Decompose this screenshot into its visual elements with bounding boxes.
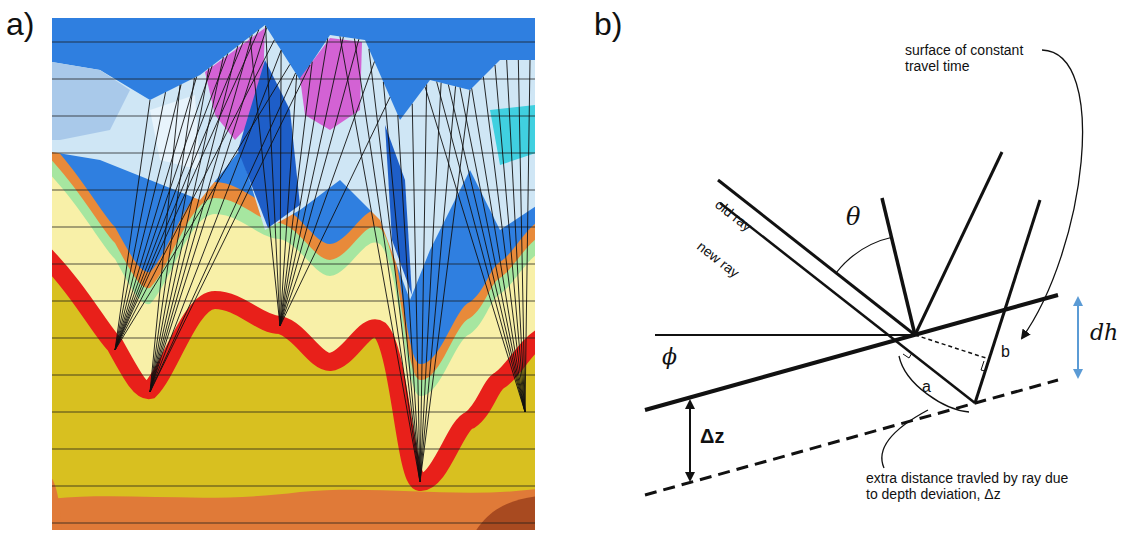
- drawing-stroke: [689, 401, 691, 480]
- drawing-stroke: [52, 153, 535, 154]
- drawing-stroke: [420, 90, 470, 482]
- drawing-stroke: [266, 26, 280, 326]
- callout-text: surface of constant travel time: [905, 42, 1055, 74]
- drawing-stroke: [52, 449, 535, 450]
- drawing-stroke: [52, 25, 535, 300]
- drawing-stroke: [915, 335, 989, 359]
- drawing-stroke: [280, 50, 281, 326]
- drawing-stroke: [412, 104, 420, 482]
- drawing-stroke: [470, 495, 535, 530]
- geometry-panel: [645, 50, 1083, 495]
- drawing-stroke: [975, 200, 1040, 403]
- drawing-stroke: [354, 38, 420, 482]
- drawing-stroke: [899, 356, 969, 412]
- drawing-stroke: [52, 227, 535, 228]
- drawing-stroke: [52, 486, 535, 487]
- drawing-stroke: [150, 73, 296, 392]
- horizon-lines: [52, 42, 535, 523]
- drawing-stroke: [115, 42, 243, 350]
- dimension-label: dh: [1090, 320, 1118, 345]
- drawing-stroke: [718, 180, 915, 335]
- drawing-stroke: [150, 50, 281, 392]
- drawing-stroke: [250, 37, 280, 326]
- drawing-stroke: [280, 62, 374, 326]
- drawing-stroke: [981, 361, 985, 371]
- drawing-stroke: [882, 410, 928, 468]
- drawing-stroke: [150, 68, 209, 392]
- drawing-stroke: [280, 97, 390, 326]
- drawing-stroke: [882, 198, 915, 335]
- drawing-stroke: [280, 62, 312, 326]
- segment-label: a: [922, 378, 931, 396]
- drawing-stroke: [836, 237, 893, 273]
- drawing-stroke: [115, 40, 274, 350]
- drawing-stroke: [52, 523, 535, 524]
- drawing-stroke: [903, 353, 912, 358]
- drawing-stroke: [52, 375, 535, 376]
- drawing-stroke: [1022, 50, 1083, 338]
- drawing-stroke: [483, 77, 525, 412]
- dimension-label: Δz: [700, 425, 724, 448]
- angle-symbol: θ: [846, 204, 860, 232]
- drawing-stroke: [340, 36, 420, 482]
- ray-fans: [115, 26, 530, 482]
- drawing-stroke: [437, 82, 525, 412]
- ray-label: old ray: [712, 196, 755, 235]
- drawing-stroke: [507, 60, 525, 412]
- drawing-stroke: [52, 60, 130, 140]
- segment-label: b: [1001, 343, 1010, 361]
- geologic-section: [52, 18, 535, 530]
- drawing-stroke: [425, 87, 525, 412]
- drawing-stroke: [115, 77, 197, 350]
- drawing-stroke: [150, 57, 223, 392]
- drawing-stroke: [448, 85, 525, 412]
- drawing-stroke: [420, 86, 456, 482]
- drawing-stroke: [280, 38, 328, 326]
- drawing-stroke: [645, 295, 1058, 410]
- drawing-stroke: [238, 60, 300, 228]
- drawing-stroke: [115, 66, 212, 350]
- drawing-stroke: [150, 46, 238, 392]
- drawing-stroke: [655, 334, 915, 336]
- ray-label: new ray: [694, 238, 743, 281]
- drawing-stroke: [150, 78, 194, 392]
- drawing-stroke: [460, 88, 525, 413]
- panel-letter: b): [594, 6, 622, 43]
- drawing-stroke: [52, 488, 535, 530]
- drawing-stroke: [280, 37, 343, 326]
- drawing-stroke: [52, 470, 62, 530]
- drawing-stroke: [385, 125, 412, 295]
- drawing-stroke: [915, 152, 1002, 335]
- drawing-stroke: [369, 49, 420, 482]
- drawing-stroke: [518, 60, 525, 412]
- drawing-stroke: [52, 190, 535, 191]
- drawing-stroke: [150, 65, 310, 392]
- angle-symbol: ϕ: [662, 344, 677, 369]
- drawing-stroke: [280, 39, 359, 326]
- drawing-stroke: [525, 60, 530, 412]
- drawing-stroke: [150, 28, 267, 392]
- drawing-stroke: [52, 338, 535, 339]
- drawing-stroke: [720, 203, 975, 403]
- drawing-stroke: [52, 79, 535, 80]
- drawing-stroke: [52, 42, 535, 43]
- drawing-stroke: [383, 82, 420, 482]
- drawing-stroke: [115, 100, 150, 350]
- drawing-stroke: [1077, 298, 1079, 377]
- panel-letter: a): [6, 6, 34, 43]
- drawing-stroke: [52, 412, 535, 413]
- callout-text: extra distance travled by ray due to dep…: [866, 470, 1081, 502]
